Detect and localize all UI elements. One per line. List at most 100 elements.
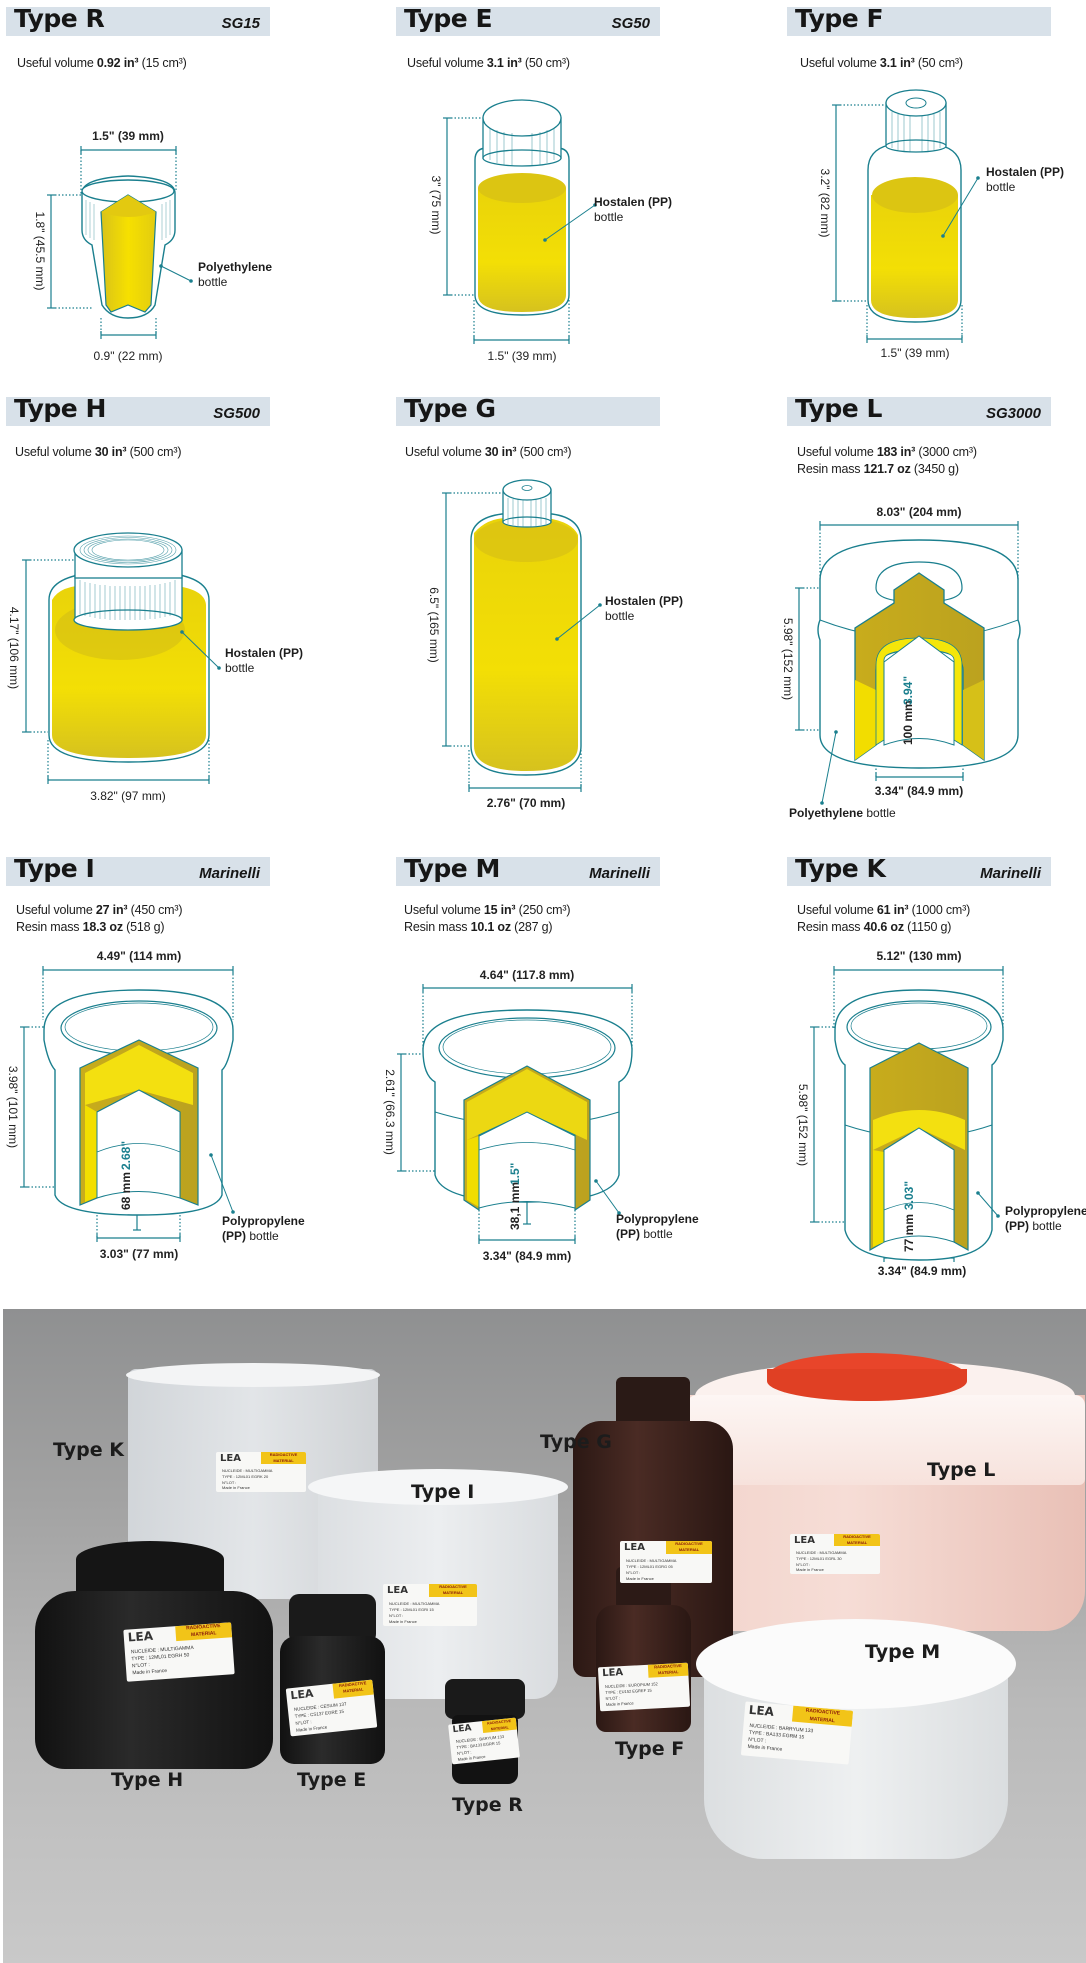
drawing-type-h: 3.82" (97 mm) 4.17" (106 mm) <box>7 532 221 803</box>
drawing-type-e: 1.5" (39 mm) 3" (75 mm) <box>429 99 597 363</box>
card-type-e: Type E SG50 Useful volume 3.1 in³ (50 cm… <box>362 0 724 380</box>
type-title: Type H <box>14 394 106 423</box>
lea-label-e: LEA RADIOACTIVE MATERIAL NUCLEIDE : CESI… <box>285 1679 378 1737</box>
photo-tag-type-r: Type R <box>452 1794 523 1816</box>
svg-text:2.76" (70 mm): 2.76" (70 mm) <box>487 796 565 810</box>
svg-text:3.34" (84.9 mm): 3.34" (84.9 mm) <box>875 784 963 798</box>
model-code: SG500 <box>213 405 260 422</box>
model-code: Marinelli <box>199 865 260 882</box>
lea-label-k: LEA RADIOACTIVE MATERIAL NUCLEIDE : MULT… <box>216 1452 306 1492</box>
material-label: Hostalen (PP)bottle <box>225 646 304 675</box>
svg-text:1.5" (39 mm): 1.5" (39 mm) <box>92 129 164 143</box>
inner-width-dim: 3.34" (84.9 mm) <box>877 1264 967 1278</box>
header-band: Type M Marinelli <box>396 854 660 886</box>
specs: Useful volume 183 in³ (3000 cm³) Resin m… <box>797 445 977 476</box>
photo-container-h <box>35 1541 273 1769</box>
svg-text:3.03" (77 mm): 3.03" (77 mm) <box>100 1247 178 1261</box>
svg-text:3.34" (84.9 mm): 3.34" (84.9 mm) <box>483 1249 571 1263</box>
drawing-type-f: 1.5" (39 mm) 3.2" (82 mm) <box>818 89 980 360</box>
header-band: Type I Marinelli <box>6 854 270 886</box>
svg-text:3.98" (101 mm): 3.98" (101 mm) <box>6 1066 20 1148</box>
card-type-i: Type I Marinelli Useful volume 27 in³ (4… <box>0 850 362 1261</box>
header-band: Type R SG15 <box>6 4 270 36</box>
drawing-type-r: 1.5" (39 mm) 0.9" (22 mm) 1.8" (45.5 mm) <box>33 129 193 363</box>
specs: Useful volume 30 in³ (500 cm³) <box>405 445 572 459</box>
header-band: Type H SG500 <box>6 394 270 426</box>
drawing-type-k: 5.12" (130 mm) 5.98" (152 mm) 77 mm 3.03… <box>796 949 1004 1262</box>
material-label: Hostalen (PP)bottle <box>594 195 673 224</box>
svg-text:0.9" (22 mm): 0.9" (22 mm) <box>94 349 163 363</box>
card-type-k: Type K Marinelli Useful volume 61 in³ (1… <box>724 850 1086 1278</box>
drawing-type-i: 4.49" (114 mm) 3.03" (77 mm) 3.98" (101 … <box>6 949 235 1261</box>
svg-text:1.5": 1.5" <box>508 1163 522 1185</box>
type-title: Type M <box>404 854 500 883</box>
specs: Useful volume 0.92 in³ (15 cm³) <box>17 56 187 70</box>
card-type-f: Type F Useful volume 3.1 in³ (50 cm³) 1.… <box>724 0 1086 380</box>
svg-text:5.98" (152 mm): 5.98" (152 mm) <box>781 618 795 700</box>
specs: Useful volume 3.1 in³ (50 cm³) <box>407 56 570 70</box>
type-title: Type G <box>404 394 496 423</box>
specs: Useful volume 3.1 in³ (50 cm³) <box>800 56 963 70</box>
svg-text:2.68": 2.68" <box>119 1141 133 1170</box>
svg-text:1.5" (39 mm): 1.5" (39 mm) <box>488 349 557 363</box>
lea-label-f: LEA RADIOACTIVE MATERIAL NUCLEIDE : EURO… <box>597 1662 691 1712</box>
lea-label-r: LEA RADIOACTIVE MATERIAL NUCLEIDE : BARY… <box>448 1717 520 1765</box>
photo-tag-type-f: Type F <box>615 1738 685 1760</box>
header-band: Type G <box>396 394 660 426</box>
type-title: Type K <box>795 854 886 883</box>
lea-label-l: LEA RADIOACTIVE MATERIAL NUCLEIDE : MULT… <box>790 1534 880 1574</box>
header-band: Type E SG50 <box>396 4 660 36</box>
svg-text:4.49" (114 mm): 4.49" (114 mm) <box>97 949 181 963</box>
photo-container-m <box>696 1619 1016 1863</box>
material-label: Hostalen (PP)bottle <box>605 594 684 623</box>
svg-text:3.82" (97 mm): 3.82" (97 mm) <box>90 789 166 803</box>
specs: Useful volume 61 in³ (1000 cm³) Resin ma… <box>797 903 971 934</box>
model-code: SG3000 <box>985 405 1041 422</box>
type-title: Type L <box>795 394 882 423</box>
specs: Useful volume 27 in³ (450 cm³) Resin mas… <box>16 903 183 934</box>
header-band: Type L SG3000 <box>787 394 1051 426</box>
svg-text:4.17" (106 mm): 4.17" (106 mm) <box>7 607 21 689</box>
card-type-g: Type G Useful volume 30 in³ (500 cm³) 2.… <box>362 390 724 810</box>
photo-container-l <box>687 1353 1086 1631</box>
svg-text:3" (75 mm): 3" (75 mm) <box>429 176 443 235</box>
material-label: Hostalen (PP)bottle <box>986 165 1065 194</box>
material-label: Polypropylene(PP) bottle <box>222 1214 305 1243</box>
card-type-h: Type H SG500 Useful volume 30 in³ (500 c… <box>0 390 362 810</box>
drawing-type-g: 2.76" (70 mm) 6.5" (165 mm) <box>427 479 602 810</box>
card-type-l: Type L SG3000 Useful volume 183 in³ (300… <box>724 390 1086 820</box>
material-label: Polypropylene(PP) bottle <box>1005 1204 1086 1233</box>
header-band: Type K Marinelli <box>787 854 1051 886</box>
drawing-type-m: 4.64" (117.8 mm) 3.34" (84.9 mm) 2.61" (… <box>383 968 633 1263</box>
photo-tag-type-e: Type E <box>297 1769 367 1791</box>
svg-text:77 mm: 77 mm <box>902 1214 916 1252</box>
svg-text:2.61" (66.3 mm): 2.61" (66.3 mm) <box>383 1069 397 1155</box>
svg-text:6.5" (165 mm): 6.5" (165 mm) <box>427 587 441 663</box>
card-type-m: Type M Marinelli Useful volume 15 in³ (2… <box>362 850 724 1263</box>
photo-tag-type-k: Type K <box>53 1439 124 1461</box>
model-code: SG15 <box>221 15 260 32</box>
card-type-r: Type R SG15 Useful volume 0.92 in³ (15 c… <box>0 0 362 380</box>
drawing-type-l: 8.03" (204 mm) 3.34" (84.9 mm) 5.98" (15… <box>781 505 1021 805</box>
type-title: Type I <box>14 854 95 883</box>
svg-text:68 mm: 68 mm <box>119 1172 133 1210</box>
model-code: Marinelli <box>589 865 650 882</box>
material-label: Polyethylene bottle <box>789 806 896 820</box>
lea-label-g: LEA RADIOACTIVE MATERIAL NUCLEIDE : MULT… <box>620 1541 712 1583</box>
svg-text:3.03": 3.03" <box>902 1181 916 1210</box>
lea-label-m: LEA RADIOACTIVE MATERIAL NUCLEIDE : BARR… <box>740 1701 854 1765</box>
header-band: Type F <box>787 4 1051 36</box>
type-title: Type E <box>404 4 493 33</box>
lea-label-h: LEA RADIOACTIVE MATERIAL NUCLEIDE : MULT… <box>123 1622 235 1682</box>
svg-text:3.94": 3.94" <box>901 676 915 705</box>
product-photo: Type L Type K Type I Type G Type H Type … <box>3 1309 1086 1963</box>
svg-text:1.5" (39 mm): 1.5" (39 mm) <box>881 346 950 360</box>
svg-text:5.98" (152 mm): 5.98" (152 mm) <box>796 1084 810 1166</box>
material-label: Polypropylene(PP) bottle <box>616 1212 699 1241</box>
svg-text:38,1 mm: 38,1 mm <box>508 1182 522 1230</box>
photo-tag-type-h: Type H <box>111 1769 184 1791</box>
photo-tag-type-m: Type M <box>865 1641 941 1663</box>
lea-label-i: LEA RADIOACTIVE MATERIAL NUCLEIDE : MULT… <box>383 1584 477 1626</box>
type-title: Type F <box>795 4 884 33</box>
specs: Useful volume 15 in³ (250 cm³) Resin mas… <box>404 903 571 934</box>
